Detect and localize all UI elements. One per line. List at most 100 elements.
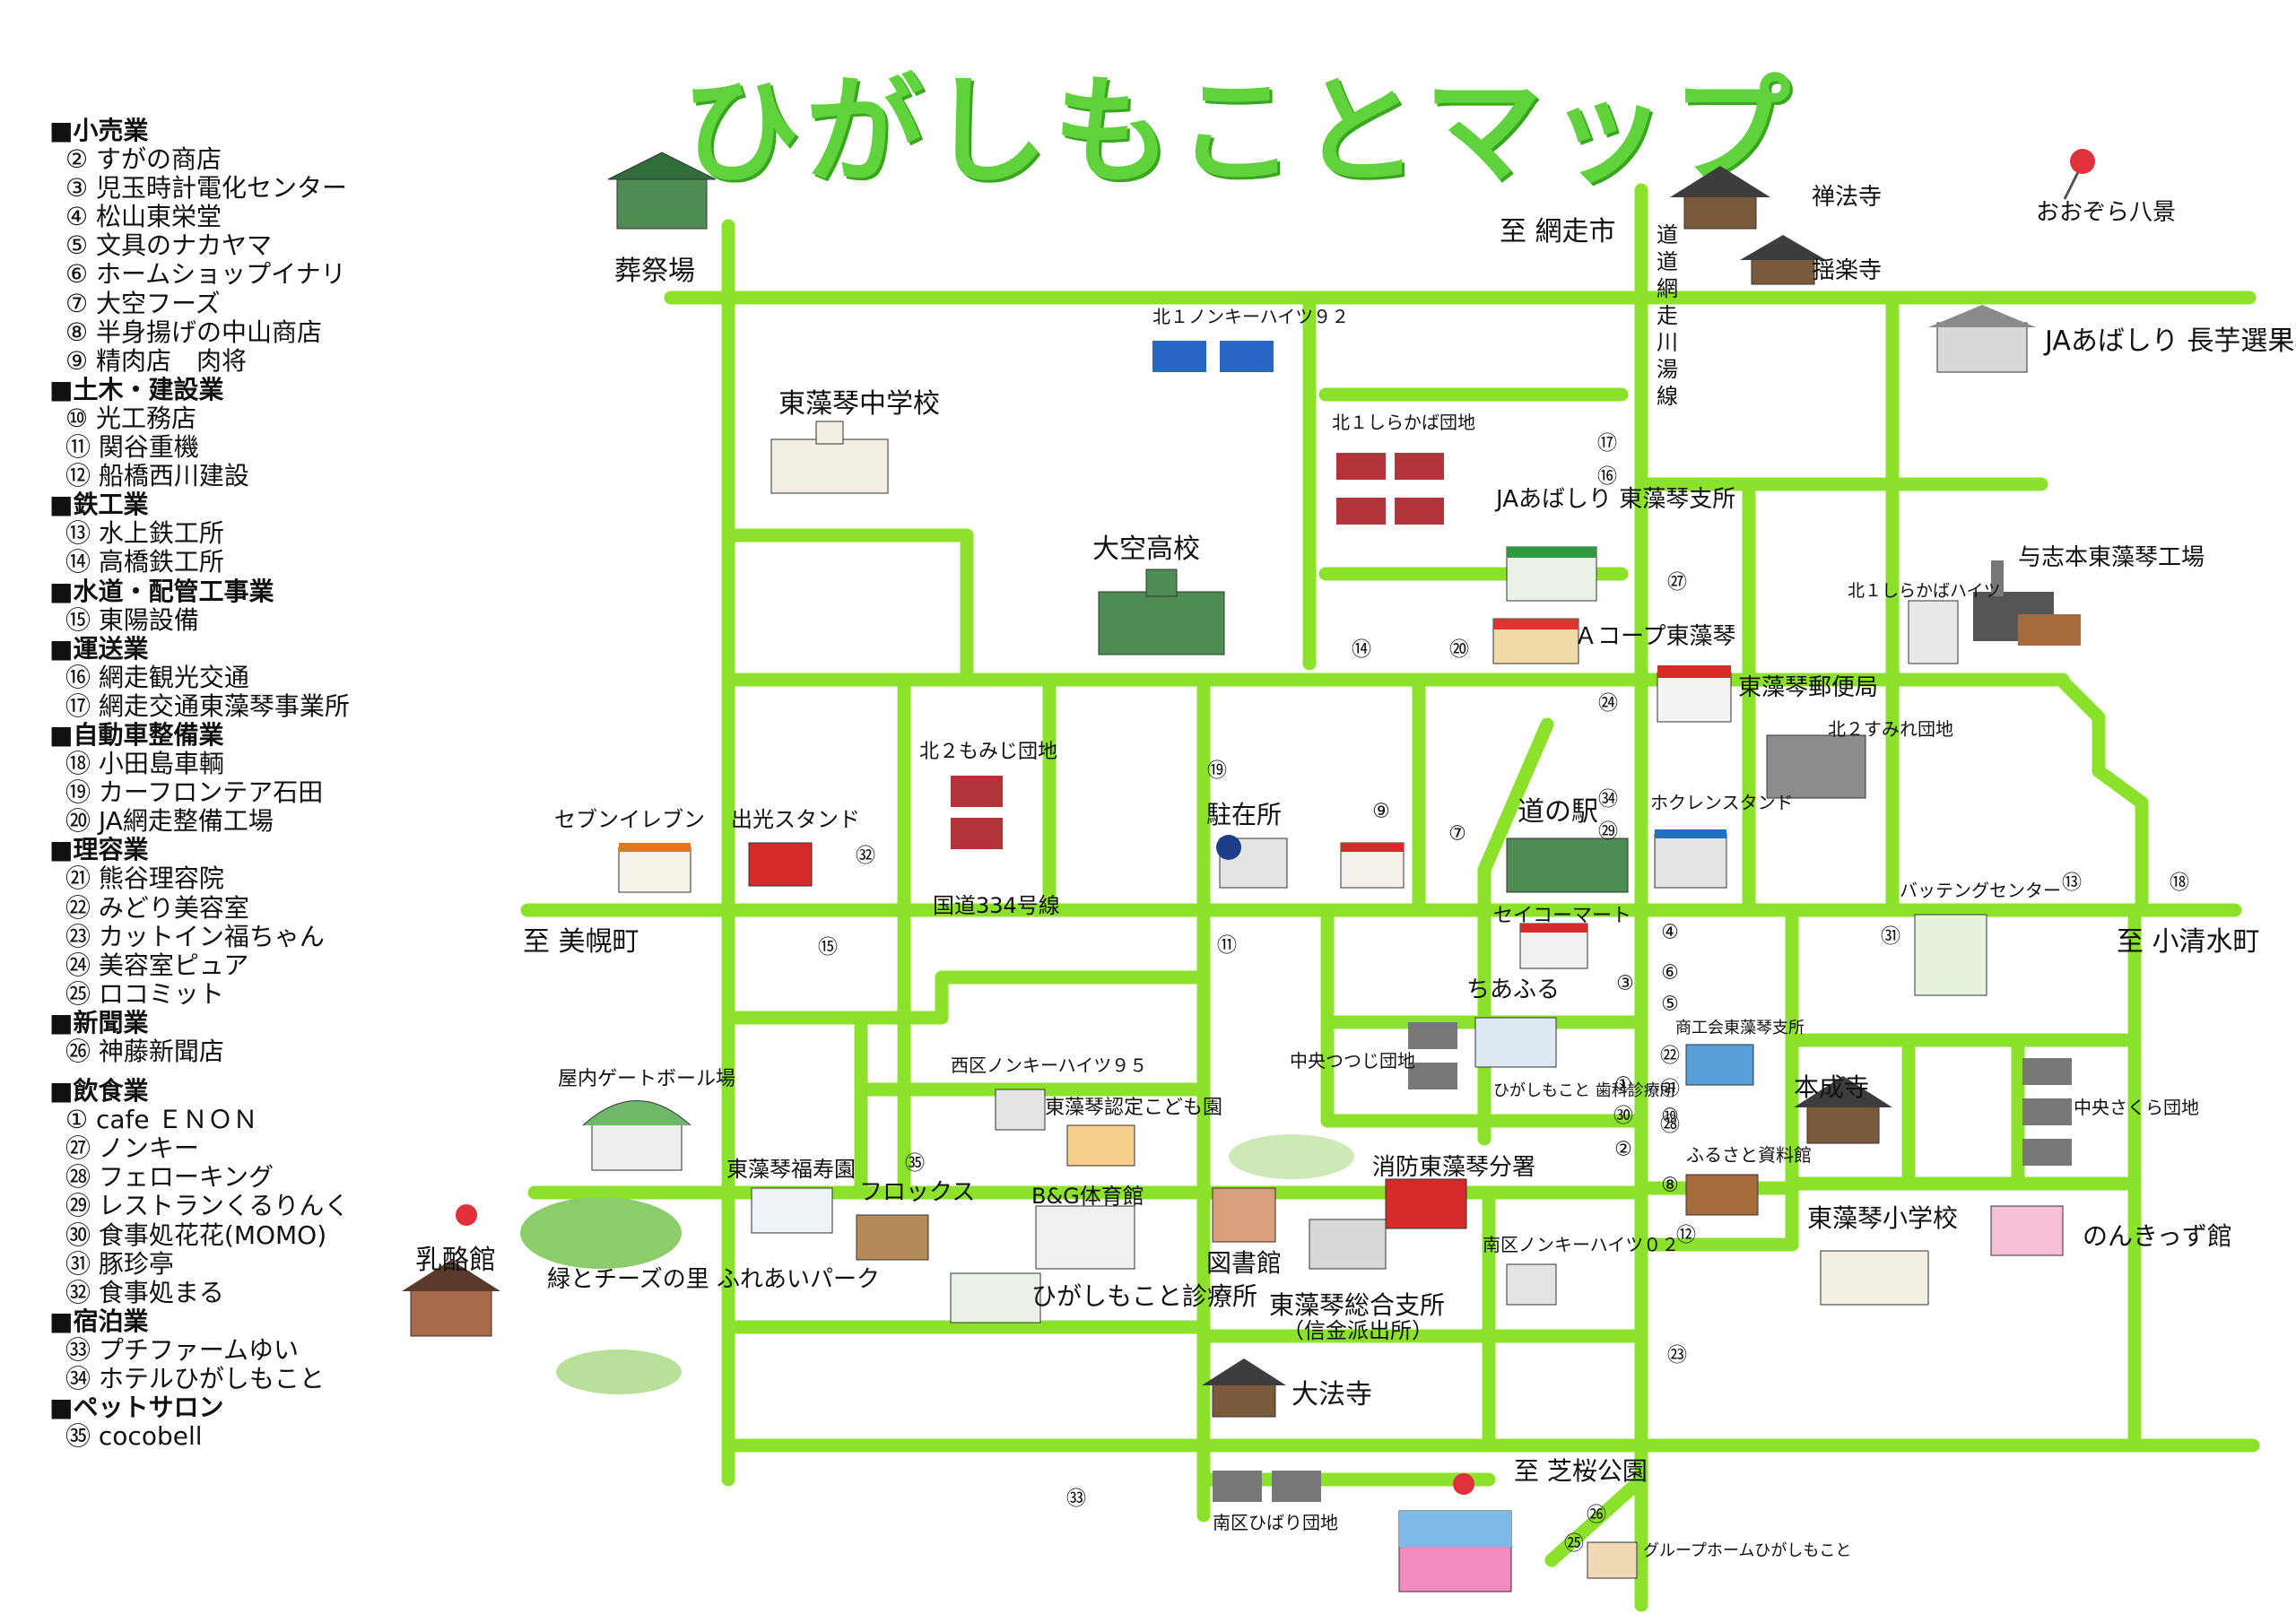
marker-number: ㉗ bbox=[1667, 572, 1687, 595]
legend-item: ⑦ 大空フーズ bbox=[65, 288, 221, 318]
legend-category: ■新聞業 bbox=[49, 1007, 149, 1037]
chuo-sakura-label: 中央さくら団地 bbox=[2074, 1097, 2199, 1118]
legend-category: ■土木・建設業 bbox=[49, 374, 224, 404]
clinic-label: ひがしもこと診療所 bbox=[1031, 1281, 1257, 1311]
temple-icon bbox=[1740, 235, 1826, 285]
legend-item: ㉜ 食事処まる bbox=[65, 1277, 224, 1307]
batting-center-icon bbox=[1914, 914, 1987, 996]
marker-number: ⑭ bbox=[1352, 639, 1371, 662]
seven-label: セブンイレブン bbox=[554, 807, 705, 832]
elementary-label: 東藻琴小学校 bbox=[1807, 1203, 1958, 1233]
house-icon bbox=[1152, 341, 1274, 372]
marker-number: ㉛ bbox=[1881, 926, 1900, 949]
legend-item: ⑬ 水上鉄工所 bbox=[65, 518, 224, 549]
marker-number: ⑧ bbox=[1661, 1175, 1679, 1197]
store-icon bbox=[856, 1214, 929, 1261]
legend-item: ⑩ 光工務店 bbox=[65, 403, 197, 433]
fire-station-icon bbox=[1385, 1178, 1467, 1229]
cheese-hall-icon bbox=[402, 1204, 500, 1337]
museum-icon bbox=[1685, 1174, 1759, 1216]
marker-number: ⑥ bbox=[1661, 962, 1679, 985]
legend-item: ㉓ カットイン福ちゃん bbox=[65, 921, 325, 951]
marker-number: ⑤ bbox=[1661, 994, 1679, 1016]
marker-number: ⑱ bbox=[2170, 872, 2189, 895]
hokuren-label: ホクレンスタンド bbox=[1650, 792, 1794, 813]
seicomart-label: セイコーマート bbox=[1493, 905, 1631, 927]
legend-item: ⑰ 網走交通東藻琴事業所 bbox=[65, 690, 350, 721]
house-icon bbox=[1336, 453, 1444, 525]
clinic-icon bbox=[1474, 1017, 1557, 1068]
legend-item: ⑫ 船橋西川建設 bbox=[65, 461, 249, 491]
marker-number: ⑰ bbox=[1597, 433, 1617, 456]
convenience-store-icon bbox=[1519, 923, 1588, 969]
road-u bbox=[1320, 903, 1648, 1128]
legend-category: ■ペットサロン bbox=[49, 1393, 224, 1423]
school-icon bbox=[1820, 1250, 1929, 1306]
marker-number: ② bbox=[1614, 1139, 1632, 1161]
daihoji-label: 大法寺 bbox=[1292, 1379, 1372, 1410]
tower-icon bbox=[1908, 600, 1959, 664]
shibazakura-photo-icon bbox=[1398, 1473, 1512, 1593]
marker-number: ⑫ bbox=[1676, 1225, 1696, 1247]
legend-item: ④ 松山東栄堂 bbox=[65, 202, 222, 232]
honjoji-label: 本成寺 bbox=[1794, 1072, 1869, 1102]
post-office-icon bbox=[1657, 665, 1732, 723]
legend-item: ⑪ 関谷重機 bbox=[65, 432, 199, 463]
kita1-heights-label: 北１しらかばハイツ bbox=[1848, 581, 2001, 601]
house-icon bbox=[1213, 1471, 1321, 1502]
warehouse-icon bbox=[1928, 305, 2036, 373]
school-icon bbox=[1098, 568, 1225, 655]
library-label: 図書館 bbox=[1206, 1248, 1282, 1278]
nishi-nonki-label: 西区ノンキーハイツ９５ bbox=[951, 1055, 1147, 1076]
marker-number: ③ bbox=[1616, 973, 1634, 995]
legend-category: ■鉄工業 bbox=[49, 490, 149, 520]
batting-label: バッテングセンター bbox=[1900, 880, 2061, 901]
minami-hibari-label: 南区ひばり団地 bbox=[1213, 1512, 1338, 1533]
road-j bbox=[2054, 673, 2149, 917]
temple-icon bbox=[1202, 1358, 1286, 1418]
kids-hall-icon bbox=[1990, 1205, 2064, 1256]
fire-label: 消防東藻琴分署 bbox=[1372, 1154, 1535, 1181]
gym-icon bbox=[1035, 1205, 1135, 1270]
legend-item: ③ 児玉時計電化センター bbox=[65, 173, 348, 204]
school-icon bbox=[770, 421, 889, 494]
road-network bbox=[520, 183, 2260, 1612]
office-icon bbox=[1506, 546, 1597, 602]
funeral-hall-icon bbox=[607, 152, 717, 230]
marker-number: ① bbox=[1614, 1074, 1632, 1097]
michinoeki-label: 道の駅 bbox=[1518, 796, 1598, 828]
legend-item: ㉔ 美容室ピュア bbox=[65, 950, 249, 980]
legend-item: ⑮ 東陽設備 bbox=[65, 604, 199, 635]
park-icon bbox=[520, 1197, 682, 1394]
group-home-label: グループホームひがしもこと bbox=[1643, 1541, 1851, 1560]
marker-number: ⑬ bbox=[2062, 872, 2082, 895]
shinkin-label: （信金派出所） bbox=[1283, 1318, 1433, 1343]
kita2-sumire-label: 北２すみれ団地 bbox=[1828, 718, 1953, 740]
legend-item: ⑱ 小田島車輌 bbox=[65, 749, 224, 779]
marker-number: ㉘ bbox=[1660, 1115, 1680, 1137]
legend-item: ⑯ 網走観光交通 bbox=[65, 662, 249, 692]
legend-item: ㉕ ロコミット bbox=[65, 978, 224, 1009]
road-a bbox=[721, 528, 974, 687]
road-r bbox=[721, 970, 1211, 1025]
library-icon bbox=[1212, 1187, 1276, 1243]
clinic-icon bbox=[950, 1272, 1041, 1324]
house-icon bbox=[1408, 1022, 1457, 1089]
gas-station-icon bbox=[748, 842, 813, 887]
marker-number: ㉝ bbox=[1066, 1488, 1086, 1511]
legend-item: ㉟ cocobell bbox=[65, 1421, 203, 1452]
legend-category: ■理容業 bbox=[49, 835, 149, 865]
temple-icon bbox=[1670, 166, 1770, 230]
apartment-icon bbox=[1506, 1263, 1557, 1306]
kita1-shirakaba-label: 北１しらかば団地 bbox=[1332, 412, 1475, 433]
zenpoji-label: 禅法寺 bbox=[1812, 184, 1882, 211]
legend-item: ⑭ 高橋鉄工所 bbox=[65, 547, 224, 577]
legend-category: ■小売業 bbox=[49, 116, 149, 145]
legend-item: ㉒ みどり美容室 bbox=[65, 892, 249, 923]
marker-number: ⑮ bbox=[818, 937, 838, 959]
legend-item: ⑨ 精肉店 肉将 bbox=[65, 345, 248, 376]
legend-item: ㉗ ノンキー bbox=[65, 1133, 199, 1164]
to-shibazakura-label: 至 芝桜公園 bbox=[1514, 1456, 1648, 1486]
legend-item: ⑤ 文具のナカヤマ bbox=[65, 230, 273, 261]
